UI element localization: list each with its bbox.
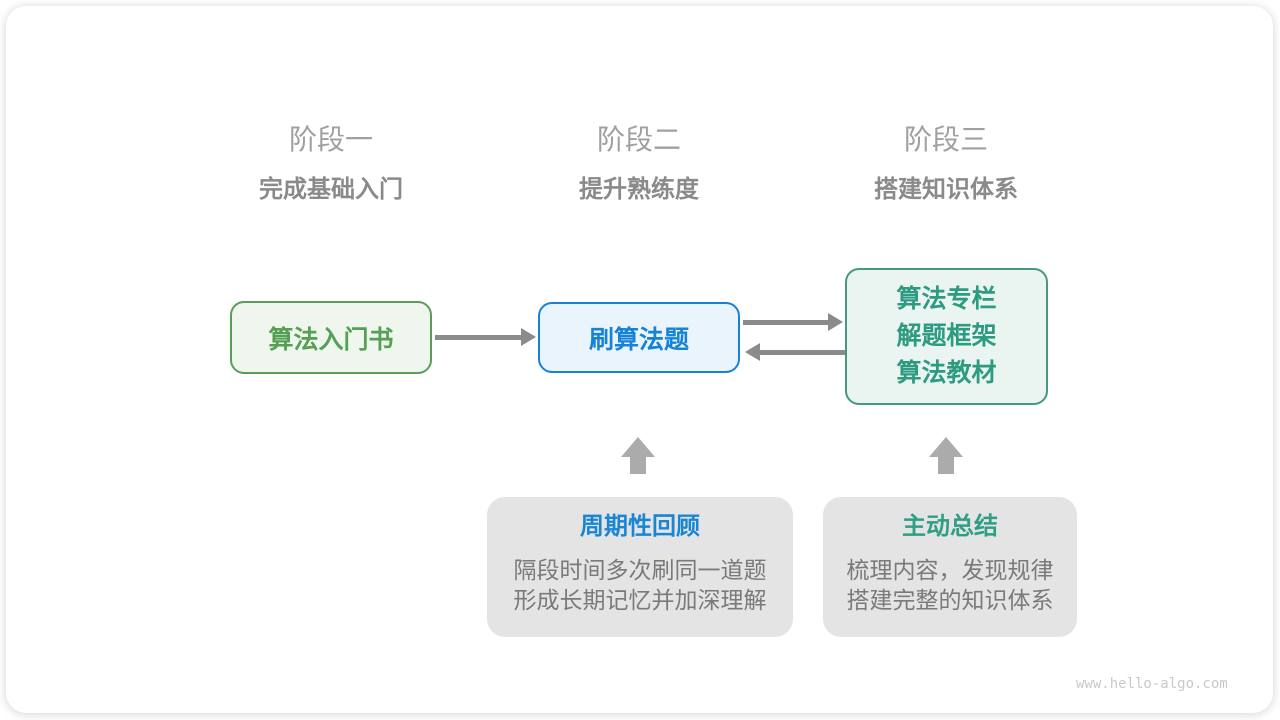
node-resources-line-3: 算法教材	[896, 359, 997, 387]
stage-1-header: 阶段一	[288, 124, 373, 155]
callout-periodic-review-line-1: 隔段时间多次刷同一道题	[513, 557, 767, 583]
node-knowledge-resources: 算法专栏 解题框架 算法教材	[845, 268, 1048, 405]
arrow-up-review-icon	[621, 437, 655, 474]
callout-active-summary-body: 梳理内容，发现规律 搭建完整的知识体系	[823, 555, 1077, 615]
callout-periodic-review-title: 周期性回顾	[580, 513, 700, 540]
watermark: www.hello-algo.com	[1076, 676, 1228, 692]
stage-1-subtitle: 完成基础入门	[259, 176, 403, 203]
stage-3-header: 阶段三	[903, 124, 988, 155]
stage-3-subtitle: 搭建知识体系	[874, 176, 1018, 203]
callout-periodic-review-body: 隔段时间多次刷同一道题 形成长期记忆并加深理解	[487, 555, 793, 615]
callout-active-summary-line-2: 搭建完整的知识体系	[846, 587, 1054, 613]
node-practice-problems-label: 刷算法题	[588, 325, 689, 354]
arrow-stage2-to-stage3-icon	[743, 313, 843, 331]
callout-periodic-review: 周期性回顾 隔段时间多次刷同一道题 形成长期记忆并加深理解	[487, 497, 793, 637]
stage-2-header: 阶段二	[596, 124, 681, 155]
node-intro-book: 算法入门书	[230, 301, 432, 374]
node-intro-book-label: 算法入门书	[268, 325, 394, 354]
stage-2-subtitle: 提升熟练度	[579, 176, 699, 203]
callout-active-summary: 主动总结 梳理内容，发现规律 搭建完整的知识体系	[823, 497, 1077, 637]
arrow-stage3-to-stage2-icon	[745, 343, 845, 361]
callout-periodic-review-line-2: 形成长期记忆并加深理解	[513, 587, 767, 613]
node-resources-line-2: 解题框架	[896, 322, 997, 350]
arrow-stage1-to-stage2-icon	[435, 328, 536, 346]
node-practice-problems: 刷算法题	[538, 302, 740, 373]
node-resources-line-1: 算法专栏	[896, 285, 997, 313]
callout-active-summary-title: 主动总结	[902, 513, 998, 540]
callout-active-summary-line-1: 梳理内容，发现规律	[846, 557, 1054, 583]
arrow-up-summary-icon	[929, 437, 963, 474]
